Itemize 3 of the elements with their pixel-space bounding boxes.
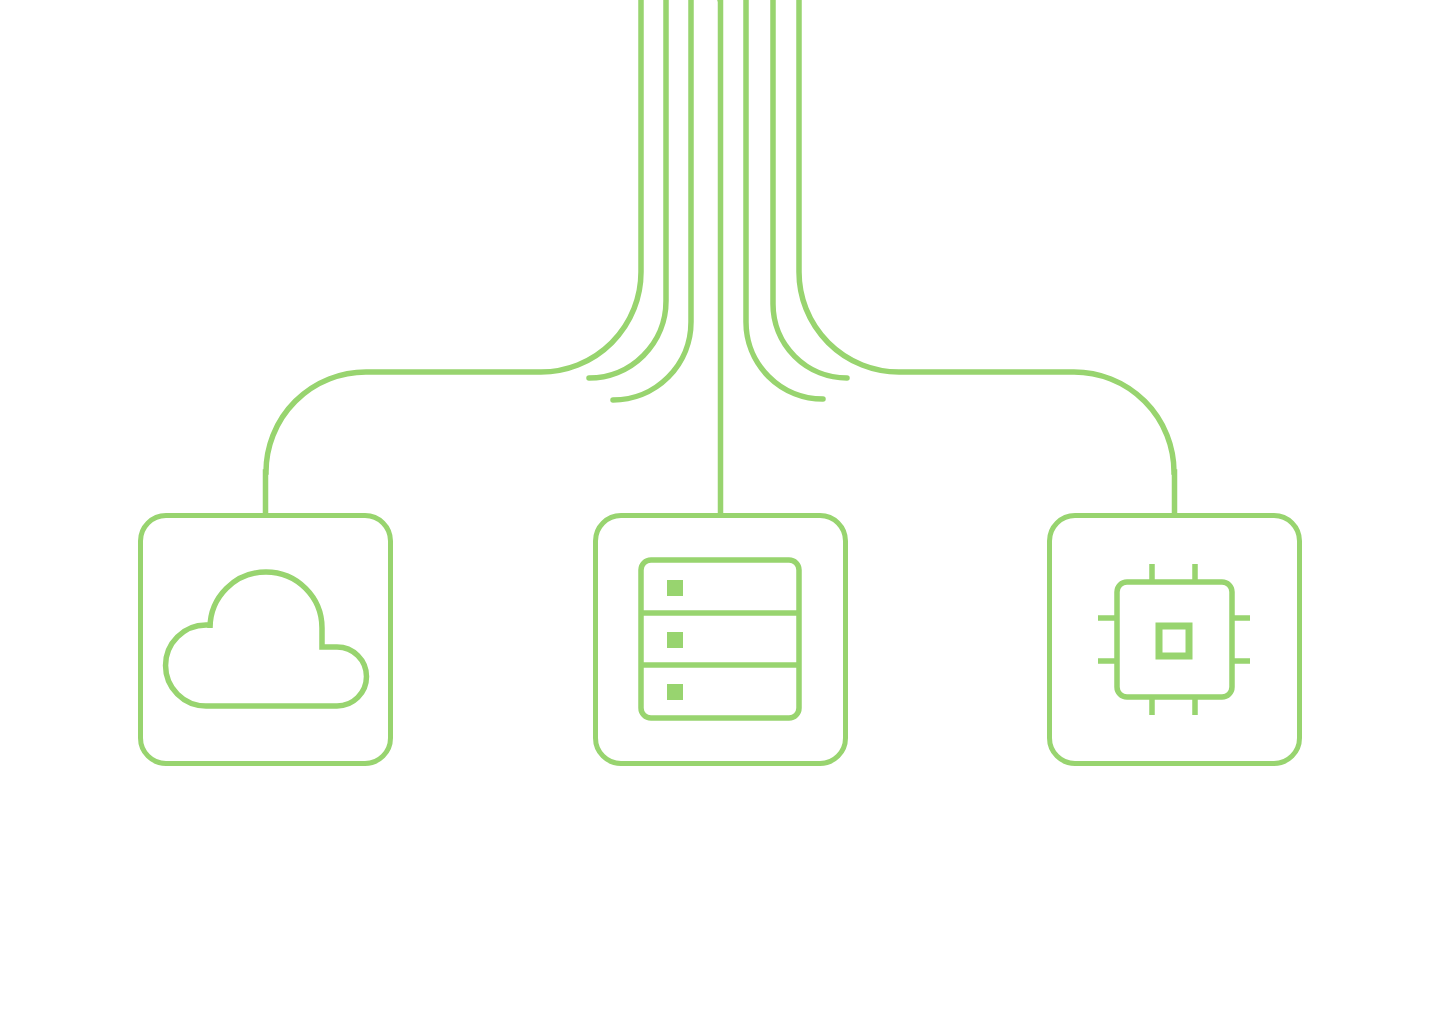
icon-tile [1047,513,1302,766]
icon-tile [138,513,393,766]
icon-tile [593,513,848,766]
